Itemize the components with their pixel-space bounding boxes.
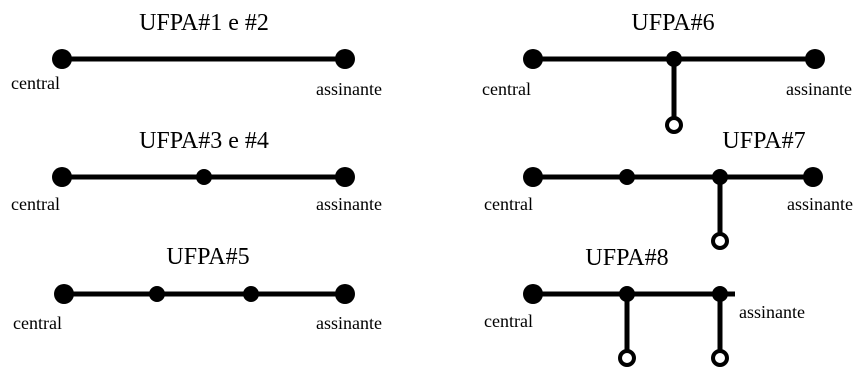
subscriber-node — [335, 49, 355, 69]
subscriber-label: assinante — [787, 194, 853, 214]
diagram-ufpa-7: UFPA#7 central assinante — [484, 128, 853, 250]
junction-node — [666, 51, 682, 67]
junction-node — [243, 286, 259, 302]
subscriber-label: assinante — [316, 313, 382, 333]
diagram-title: UFPA#7 — [722, 128, 805, 154]
central-node — [54, 284, 74, 304]
diagram-ufpa-3-4: UFPA#3 e #4 central assinante — [11, 128, 382, 214]
diagram-ufpa-8: UFPA#8 central assinante — [484, 245, 805, 367]
subscriber-label: assinante — [739, 302, 805, 322]
open-stub-end — [711, 232, 729, 250]
subscriber-node — [335, 284, 355, 304]
central-label: central — [482, 79, 531, 99]
open-stub-end — [665, 116, 683, 134]
subscriber-label: assinante — [786, 79, 852, 99]
open-stub-end — [618, 349, 636, 367]
junction-node — [149, 286, 165, 302]
central-node — [523, 167, 543, 187]
open-stub-end — [711, 349, 729, 367]
junction-node — [619, 169, 635, 185]
subscriber-label: assinante — [316, 79, 382, 99]
diagram-title: UFPA#6 — [631, 10, 714, 36]
junction-node — [196, 169, 212, 185]
junction-node — [619, 286, 635, 302]
subscriber-label: assinante — [316, 194, 382, 214]
central-node — [523, 284, 543, 304]
central-label: central — [11, 194, 60, 214]
central-label: central — [484, 311, 533, 331]
central-node — [523, 49, 543, 69]
diagram-ufpa-6: UFPA#6 central assinante — [482, 10, 852, 134]
diagram-ufpa-1-2: UFPA#1 e #2 central assinante — [11, 10, 382, 99]
central-label: central — [13, 313, 62, 333]
diagram-ufpa-5: UFPA#5 central assinante — [13, 244, 382, 333]
subscriber-node — [805, 49, 825, 69]
central-node — [52, 49, 72, 69]
diagram-title: UFPA#1 e #2 — [139, 10, 269, 36]
central-node — [52, 167, 72, 187]
diagram-title: UFPA#5 — [166, 244, 249, 270]
diagram-title: UFPA#8 — [585, 245, 668, 271]
subscriber-node — [335, 167, 355, 187]
junction-node — [712, 169, 728, 185]
diagram-title: UFPA#3 e #4 — [139, 128, 269, 154]
junction-node — [712, 286, 728, 302]
central-label: central — [11, 73, 60, 93]
central-label: central — [484, 194, 533, 214]
subscriber-node — [803, 167, 823, 187]
